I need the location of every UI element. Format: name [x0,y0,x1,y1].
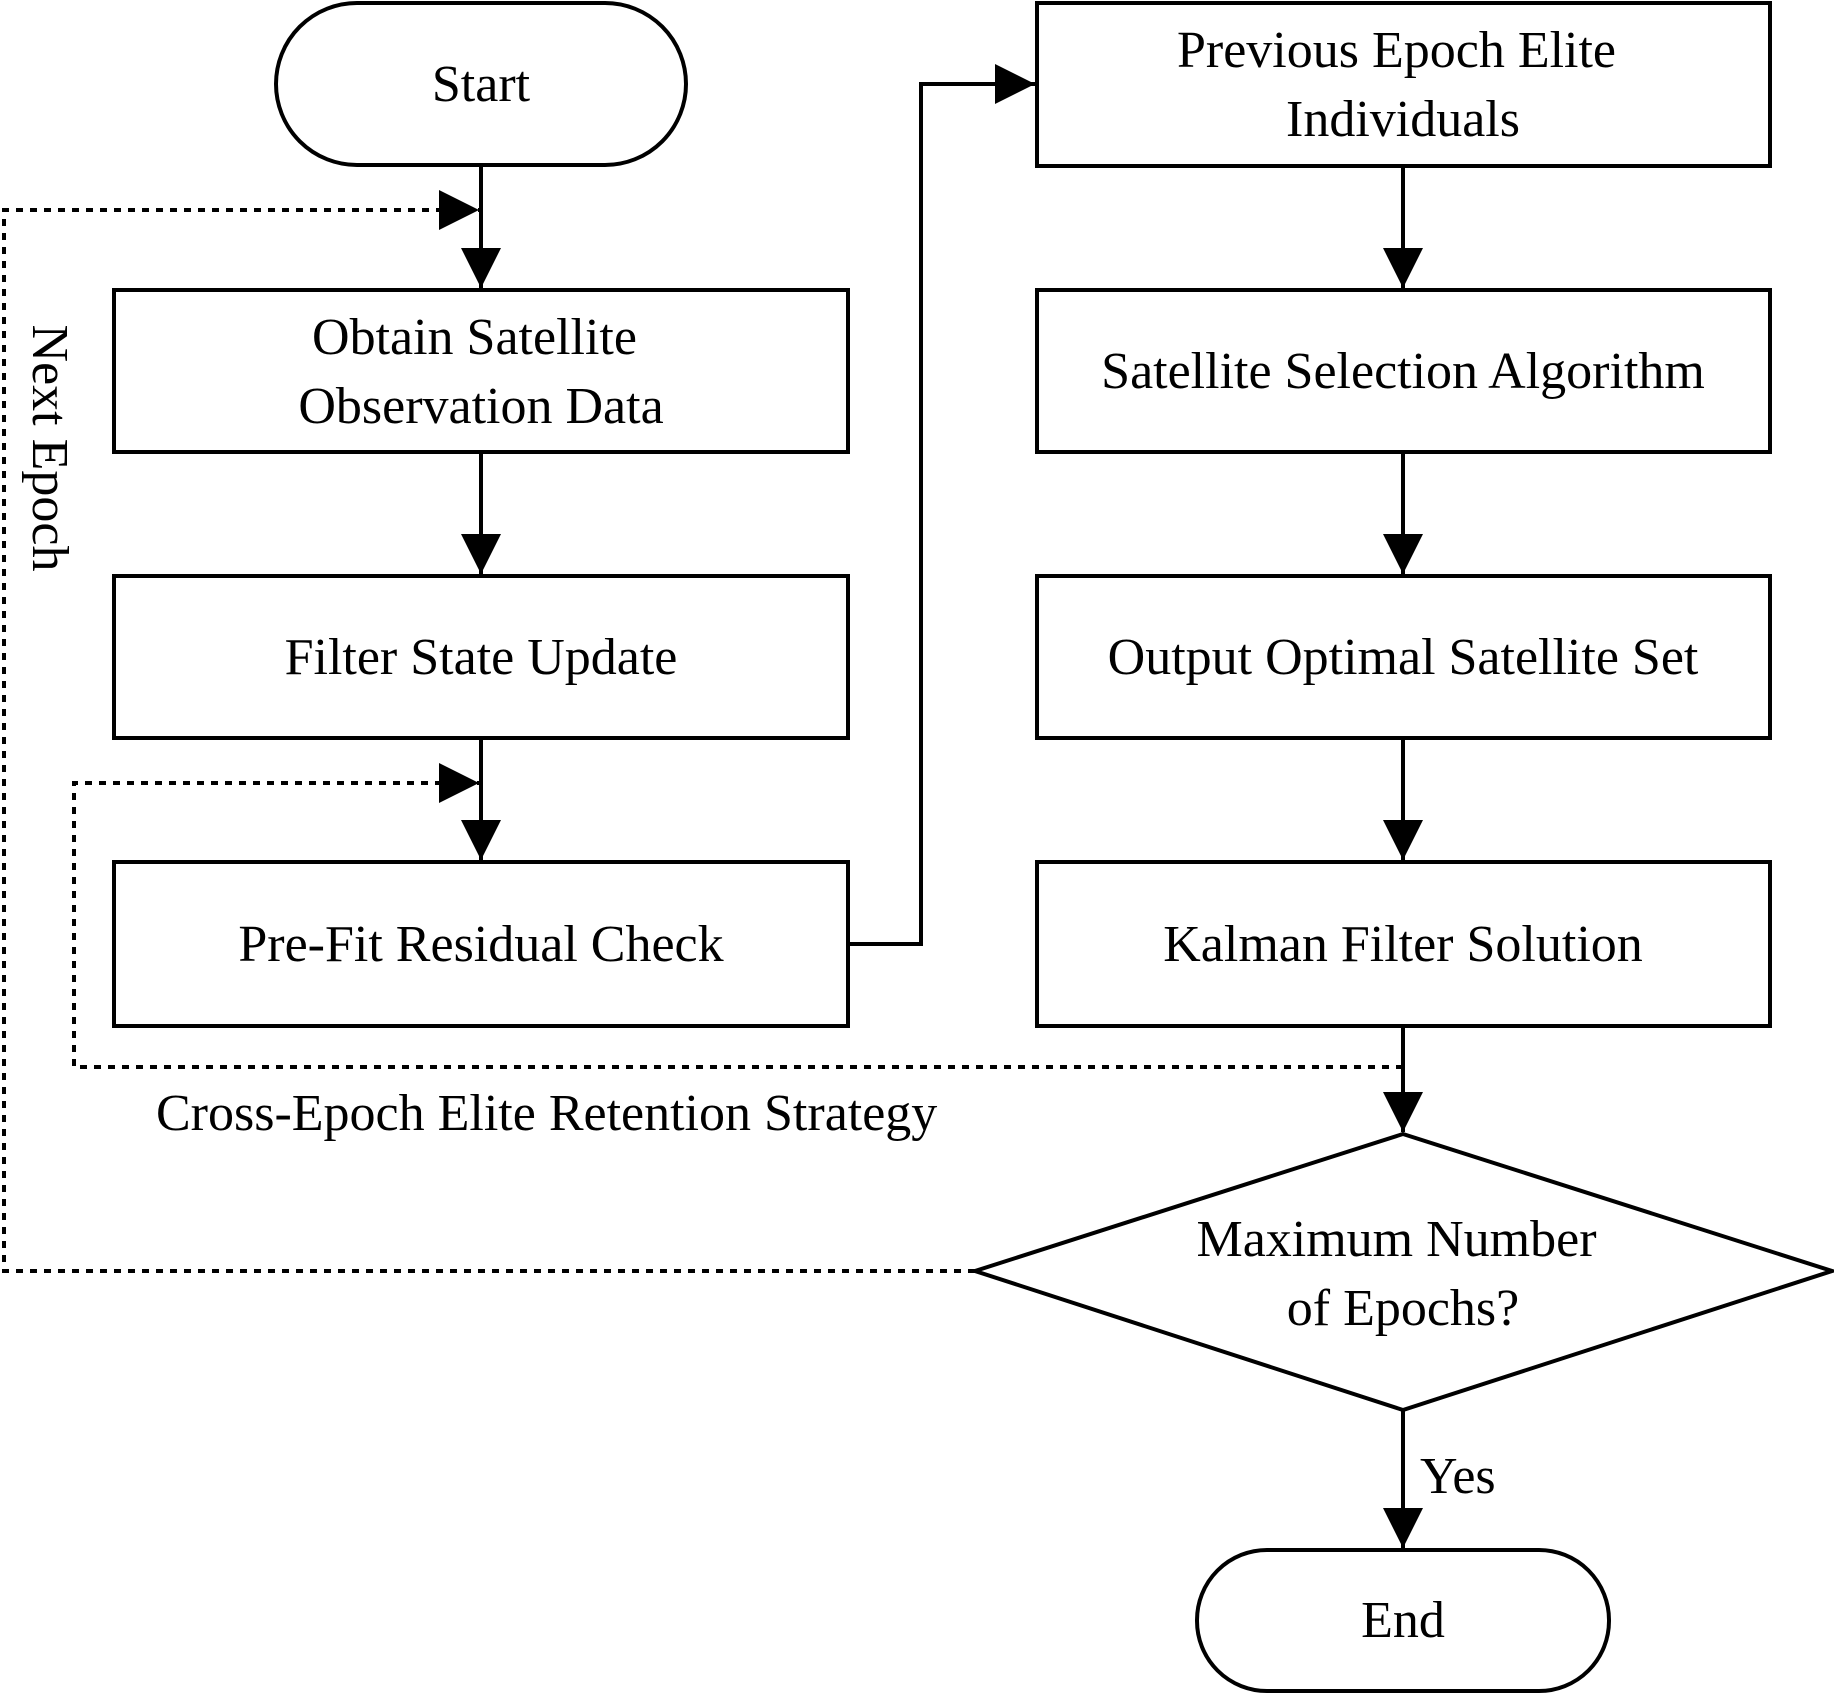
yes-label: Yes [1420,1448,1496,1505]
max-epochs-decision [968,1131,1834,1413]
end-label: End [1361,1592,1445,1649]
filter-update-box [112,574,850,740]
prefit-check-box [112,860,850,1028]
next-epoch-arrowhead [439,190,479,230]
cross-epoch-arrowhead [439,763,479,803]
end-terminal [1195,1548,1611,1693]
edge-next-epoch-loop [2,208,975,1273]
edge-cross-epoch-loop [72,781,1403,1069]
obtain-data-box [112,288,850,454]
decision-label: Maximum Number of Epochs? [1196,1211,1609,1337]
kalman-solution-label: Kalman Filter Solution [1163,916,1643,973]
output-set-label: Output Optimal Satellite Set [1108,629,1699,686]
next-epoch-label: Next Epoch [21,325,78,572]
prefit-check-label: Pre-Fit Residual Check [238,916,723,973]
filter-update-label: Filter State Update [285,629,678,686]
start-label: Start [432,56,531,113]
selection-algorithm-label: Satellite Selection Algorithm [1101,343,1705,400]
kalman-solution-box [1035,860,1772,1028]
previous-elite-label: Previous Epoch Elite Individuals [1177,22,1629,148]
obtain-data-label: Obtain Satellite Observation Data [298,309,663,435]
edge-prefit-to-previous-elite [848,64,1035,946]
cross-epoch-label: Cross-Epoch Elite Retention Strategy [156,1085,937,1142]
